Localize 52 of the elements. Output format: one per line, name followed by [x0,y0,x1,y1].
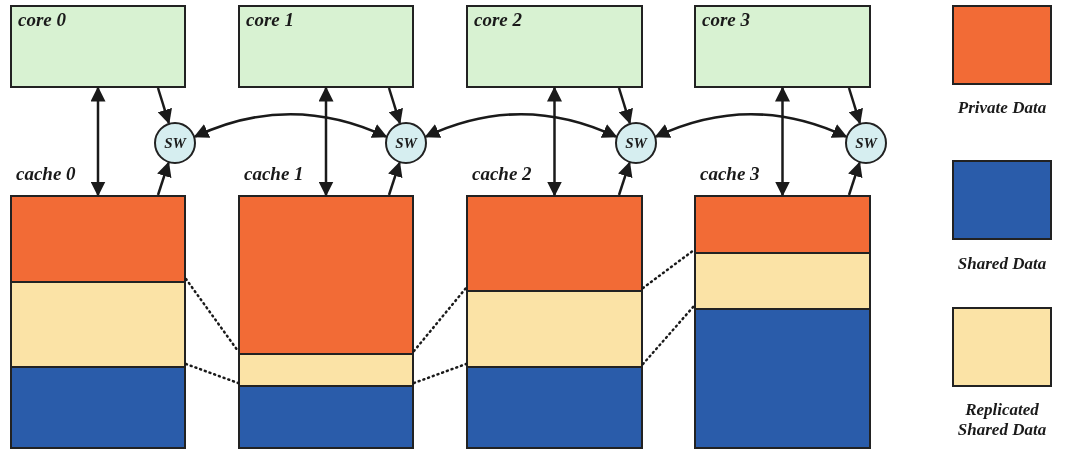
arrow [156,161,172,196]
memory-band [468,290,641,366]
arrow [156,87,172,125]
double-arrow [654,112,848,139]
switch-circle: SW [615,122,657,164]
core-label: core 0 [18,9,66,31]
cache-label: cache 1 [244,163,304,185]
arrow [387,161,403,196]
dotted-line [184,362,240,385]
double-arrow [90,86,106,197]
double-arrow [424,112,618,139]
memory-band [240,385,412,447]
core-box [466,5,643,88]
legend-label: Private Data [956,98,1048,118]
core-box [238,5,414,88]
memory-band [696,197,869,252]
dotted-line [184,277,240,353]
double-arrow [318,86,334,197]
switch-circle: SW [154,122,196,164]
core-box [694,5,871,88]
core-box [10,5,186,88]
arrow [847,87,863,125]
cache-label: cache 3 [700,163,760,185]
memory-band [12,366,184,447]
cache-label: cache 0 [16,163,76,185]
core-label: core 2 [474,9,522,31]
memory-band [468,197,641,290]
memory-band [696,308,869,447]
arrow [617,87,633,125]
arrow [847,161,863,196]
double-arrow [775,86,790,197]
memory-band [12,197,184,281]
memory-band [696,252,869,308]
switch-circle: SW [845,122,887,164]
dotted-line [412,286,468,353]
arrow [387,87,403,125]
legend-label: Shared Data [956,254,1048,274]
memory-band [240,197,412,353]
arrow [617,161,633,196]
legend-label: Replicated Shared Data [956,400,1048,440]
dotted-line [641,304,696,366]
switch-circle: SW [385,122,427,164]
memory-band [240,353,412,385]
core-label: core 1 [246,9,294,31]
dotted-line [641,248,696,290]
memory-band [12,281,184,366]
cache-label: cache 2 [472,163,532,185]
memory-band [468,366,641,447]
dotted-line [412,362,468,385]
double-arrow [193,112,388,139]
core-label: core 3 [702,9,750,31]
double-arrow [547,86,562,197]
